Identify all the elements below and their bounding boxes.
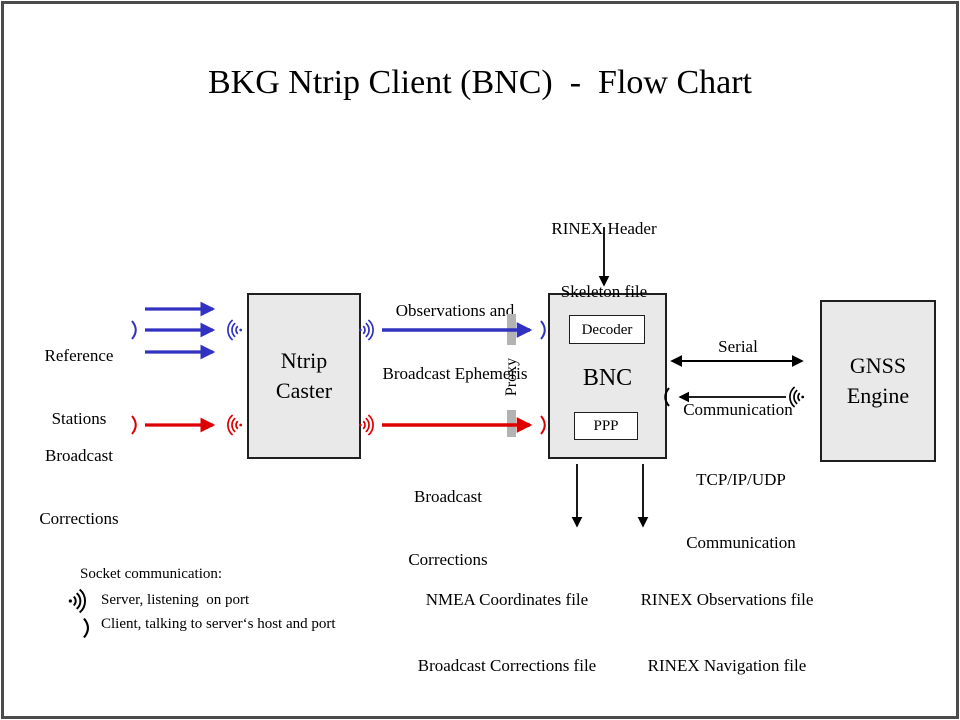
proxy-label: Proxy bbox=[503, 357, 520, 397]
broadcast-corrections-left-label: Broadcast Corrections bbox=[39, 446, 119, 528]
legend-server-text: Server, listening on port bbox=[101, 592, 250, 608]
proxy-bar-bottom bbox=[507, 410, 516, 437]
node-gnss-engine: GNSS Engine bbox=[820, 300, 936, 462]
reference-stations-label: Reference Stations bbox=[44, 346, 114, 428]
observations-ephemeris-label: Observations and Broadcast Ephemeris bbox=[382, 301, 528, 383]
bnc-ppp-box: PPP bbox=[574, 412, 638, 440]
legend-server-waves-icon bbox=[67, 588, 87, 614]
legend-heading: Socket communication: bbox=[80, 566, 223, 582]
legend-client-text: Client, talking to server‘s host and por… bbox=[101, 616, 336, 632]
rinex-header-label: RINEX Header Skeleton file bbox=[551, 219, 657, 301]
serial-comm-label: Serial Communication bbox=[683, 337, 793, 419]
node-ntrip-caster: Ntrip Caster bbox=[247, 293, 361, 459]
legend-client-arc-icon bbox=[82, 617, 89, 639]
rinex-files-label: RINEX Observations file RINEX Navigation… bbox=[640, 590, 814, 675]
bnc-label: BNC bbox=[582, 365, 633, 391]
nmea-files-label: NMEA Coordinates file Broadcast Correcti… bbox=[417, 590, 597, 675]
broadcast-corrections-mid-label: Broadcast Corrections bbox=[408, 487, 488, 569]
server-waves-icon bbox=[227, 319, 243, 341]
tcpip-comm-label: TCP/IP/UDP Communication bbox=[686, 470, 796, 552]
page-title: BKG Ntrip Client (BNC) - Flow Chart bbox=[208, 64, 752, 101]
proxy-bar-top bbox=[507, 314, 516, 345]
bnc-decoder-box: Decoder bbox=[569, 315, 645, 344]
node-bnc: Decoder BNC PPP bbox=[548, 293, 667, 459]
server-waves-icon bbox=[227, 414, 243, 436]
